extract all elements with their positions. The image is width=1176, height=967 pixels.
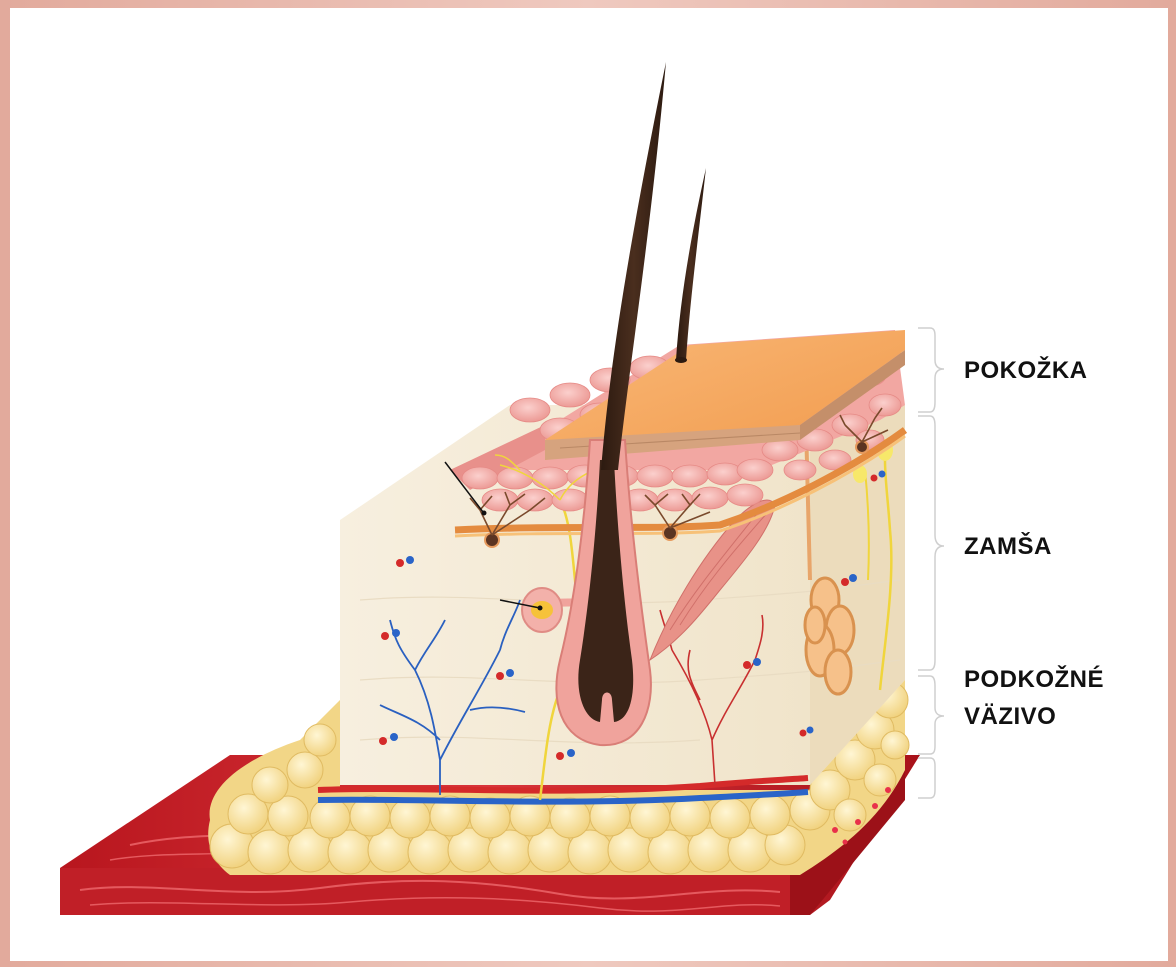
label-hypodermis-line2: VÄZIVO	[964, 702, 1056, 732]
label-hypodermis-line1: PODKOŽNÉ	[964, 665, 1104, 695]
layer-brackets	[918, 328, 944, 798]
label-dermis: ZAMŠA	[964, 532, 1052, 562]
label-epidermis: POKOŽKA	[964, 356, 1088, 386]
hair-shaft-short	[675, 168, 706, 363]
